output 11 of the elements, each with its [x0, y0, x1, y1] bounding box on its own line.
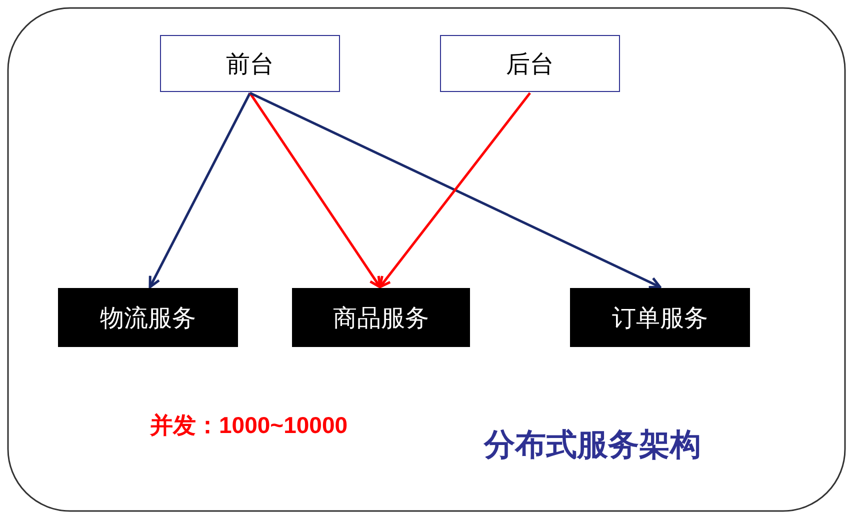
arrow — [378, 92, 531, 288]
service-box: 订单服务 — [570, 288, 750, 347]
title: 分布式服务架构 — [484, 426, 701, 465]
front-box: 前台 — [160, 35, 340, 92]
service-box: 商品服务 — [292, 288, 470, 347]
arrow — [248, 92, 382, 288]
arrow — [148, 92, 252, 288]
arrow — [249, 92, 662, 288]
concurrency-note: 并发：1000~10000 — [150, 411, 348, 440]
back-box: 后台 — [440, 35, 620, 92]
service-box: 物流服务 — [58, 288, 238, 347]
